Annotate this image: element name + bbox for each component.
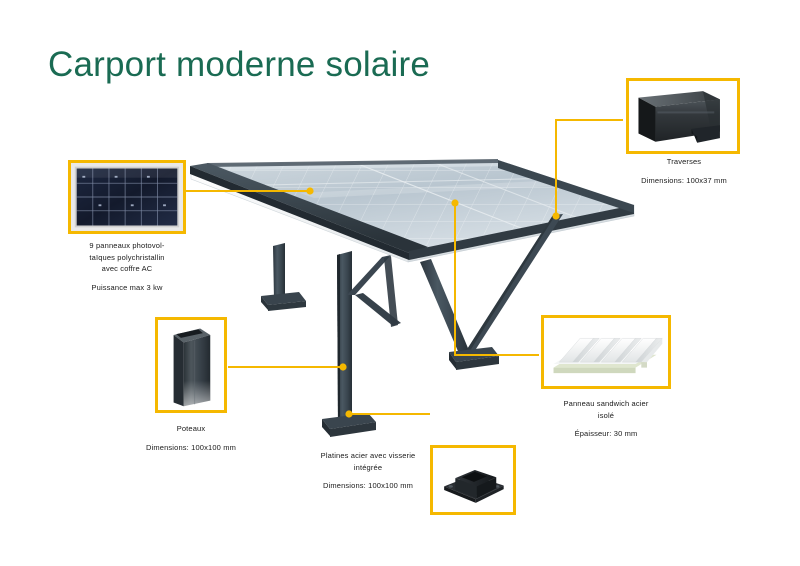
caption-line: Panneau sandwich acier: [563, 399, 649, 408]
spec-line: Dimensions: 100x100 mm: [145, 442, 236, 452]
steel-post-photo: [158, 320, 224, 410]
caption-line: taïques polychristallin: [89, 252, 165, 262]
callout-traverses[interactable]: [626, 78, 740, 154]
page-title: Carport moderne solaire: [48, 45, 430, 84]
caption-poteaux: Poteaux Dimensions: 100x100 mm: [115, 423, 267, 453]
callout-solar-panel[interactable]: [68, 160, 186, 234]
spec-line: Dimensions: 100x37 mm: [641, 175, 727, 185]
caption-solar-panel: 9 panneaux photovol- taïques polychrista…: [56, 240, 198, 293]
caption-line: Poteaux: [176, 424, 206, 433]
caption-line: isolé: [597, 410, 615, 420]
solar-panel-photo: [71, 163, 183, 231]
callout-panneau-sandwich[interactable]: [541, 315, 671, 389]
caption-platines: Platines acier avec visserie intégrée Di…: [292, 450, 444, 492]
callout-platines[interactable]: [430, 445, 516, 515]
callout-poteaux[interactable]: [155, 317, 227, 413]
caption-traverses: Traverses Dimensions: 100x37 mm: [608, 156, 760, 186]
spec-line: Épaisseur: 30 mm: [574, 429, 638, 438]
caption-line: avec coffre AC: [101, 264, 153, 273]
caption-line: intégrée: [353, 462, 383, 472]
sandwich-panel-photo: [544, 318, 668, 386]
base-plate-photo: [433, 448, 513, 512]
caption-line: Traverses: [666, 157, 702, 166]
spec-line: Dimensions: 100x100 mm: [322, 481, 413, 490]
caption-line: 9 panneaux photovol-: [89, 241, 165, 250]
caption-line: Platines acier avec visserie: [320, 451, 416, 460]
caption-panneau-sandwich: Panneau sandwich acier isolé Épaisseur: …: [530, 398, 682, 440]
spec-line: Puissance max 3 kw: [91, 282, 163, 292]
steel-beam-photo: [629, 81, 737, 151]
